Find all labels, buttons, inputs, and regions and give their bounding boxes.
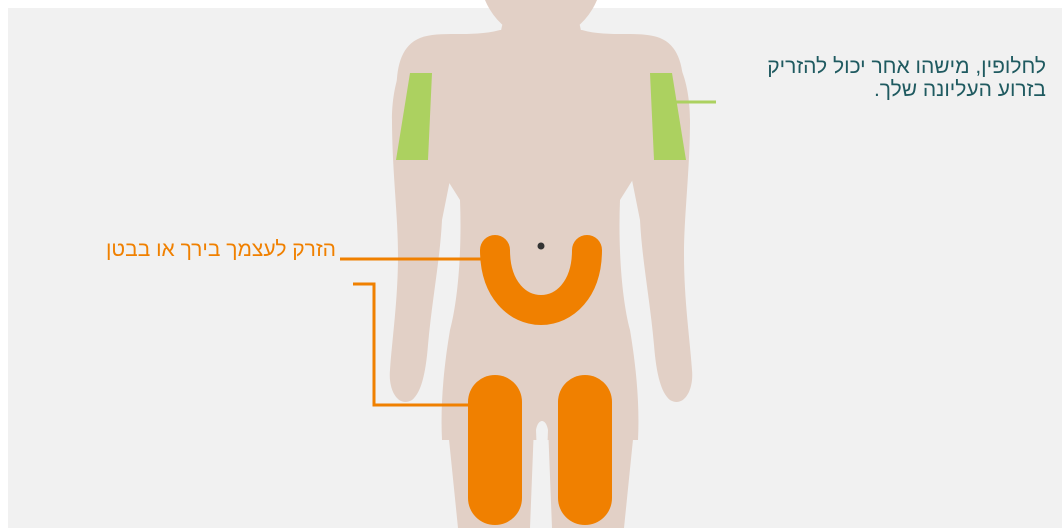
leg-gap bbox=[536, 421, 548, 528]
left-thigh-site bbox=[468, 375, 522, 525]
self-injection-label: הזרק לעצמך בירך או בבטן bbox=[76, 238, 336, 261]
arm-site-label: לחלופין, מישהו אחר יכול להזריק בזרוע העל… bbox=[720, 55, 1046, 101]
navel bbox=[538, 243, 545, 250]
right-thigh-site bbox=[558, 375, 612, 525]
